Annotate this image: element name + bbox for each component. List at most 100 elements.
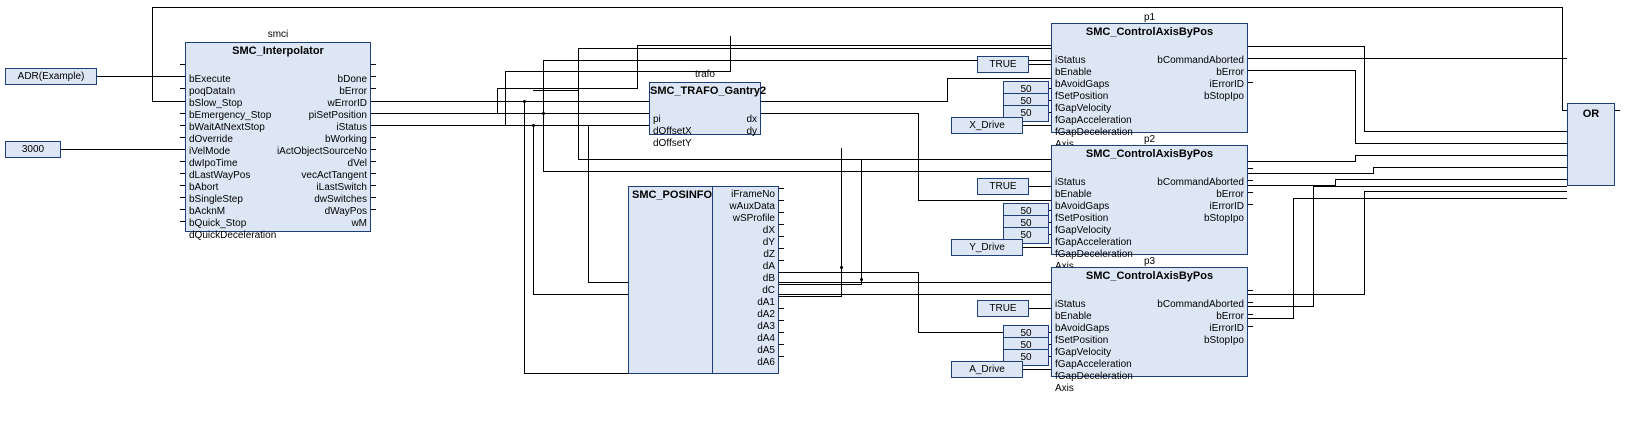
- pin-out-da5[interactable]: dA5: [757, 345, 775, 356]
- pin-out-bcommandaborted[interactable]: bCommandAborted: [1157, 299, 1244, 310]
- p1-bavoidgaps-literal[interactable]: TRUE: [977, 56, 1029, 73]
- pin-out-bstopipo[interactable]: bStopIpo: [1203, 91, 1244, 102]
- pin-in-doverride[interactable]: dOverride: [189, 134, 233, 145]
- pin-out-dx[interactable]: dX: [762, 225, 775, 236]
- pin-out-dy[interactable]: dY: [762, 237, 775, 248]
- pin-out-berror[interactable]: bError: [1216, 311, 1244, 322]
- pin-in-axis[interactable]: Axis: [1055, 383, 1074, 394]
- pin-in-istatus[interactable]: iStatus: [1055, 299, 1086, 310]
- pin-in-ivelmode[interactable]: iVelMode: [189, 146, 231, 157]
- pin-out-da4[interactable]: dA4: [757, 333, 775, 344]
- pin-out-pisetposition[interactable]: piSetPosition: [308, 110, 367, 121]
- pin-in-bwaitatnextstop[interactable]: bWaitAtNextStop: [189, 122, 265, 133]
- wire-p3-ierrorid: [1248, 318, 1293, 319]
- pin-out-da[interactable]: dA: [762, 261, 775, 272]
- pin-in-bexecute[interactable]: bExecute: [189, 74, 231, 85]
- pin-out-dwswitches[interactable]: dwSwitches: [314, 194, 367, 205]
- pin-in-istatus[interactable]: iStatus: [1055, 55, 1086, 66]
- pin-out-bstopipo[interactable]: bStopIpo: [1203, 213, 1244, 224]
- p3-axis-literal[interactable]: A_Drive: [951, 361, 1023, 378]
- pin-out-wm[interactable]: wM: [351, 218, 367, 229]
- pin-out-vecacttangent[interactable]: vecActTangent: [301, 170, 367, 181]
- pin-in-fsetposition[interactable]: fSetPosition: [1055, 91, 1109, 102]
- pin-out-berror[interactable]: bError: [1216, 189, 1244, 200]
- block-smc-trafo-gantry2[interactable]: SMC_TRAFO_Gantry2 pi dOffsetX dOffsetY d…: [649, 82, 766, 149]
- pin-in-babort[interactable]: bAbort: [189, 182, 219, 193]
- pin-in-bsinglestep[interactable]: bSingleStep: [189, 194, 243, 205]
- pin-in-dlastwaypos[interactable]: dLastWayPos: [189, 170, 251, 181]
- pin-out-istatus[interactable]: iStatus: [336, 122, 367, 133]
- pin-in-fgapacceleration[interactable]: fGapAcceleration: [1055, 237, 1132, 248]
- pin-out-berror[interactable]: bError: [339, 86, 367, 97]
- pin-out-bcommandaborted[interactable]: bCommandAborted: [1157, 177, 1244, 188]
- pin-in-benable[interactable]: bEnable: [1055, 67, 1092, 78]
- pin-in-bavoidgaps[interactable]: bAvoidGaps: [1055, 201, 1110, 212]
- pin-in-bemergency-stop[interactable]: bEmergency_Stop: [189, 110, 272, 121]
- pin-in-bavoidgaps[interactable]: bAvoidGaps: [1055, 79, 1110, 90]
- pin-out-wsprofile[interactable]: wSProfile: [732, 213, 775, 224]
- wire-istatus-to-p1: [543, 60, 1051, 61]
- pin-out-da1[interactable]: dA1: [757, 297, 775, 308]
- pin-out-berror[interactable]: bError: [1216, 67, 1244, 78]
- block-smc-interpolator[interactable]: SMC_Interpolator bExecute poqDataIn bSlo…: [185, 42, 371, 241]
- pin-out-da6[interactable]: dA6: [757, 357, 775, 368]
- pin-in-fgapacceleration[interactable]: fGapAcceleration: [1055, 115, 1132, 126]
- pin-in-axis[interactable]: Axis: [1055, 139, 1074, 151]
- pin-in-backnm[interactable]: bAcknM: [189, 206, 226, 217]
- p3-bavoidgaps-literal[interactable]: TRUE: [977, 300, 1029, 317]
- pin-out-ierrorid[interactable]: iErrorID: [1209, 79, 1244, 90]
- pin-in-bavoidgaps[interactable]: bAvoidGaps: [1055, 323, 1110, 334]
- block-axis-p3[interactable]: SMC_ControlAxisByPos iStatus bEnable bAv…: [1051, 267, 1248, 394]
- pin-in-fgapdeceleration[interactable]: fGapDeceleration: [1055, 127, 1133, 138]
- pin-in-benable[interactable]: bEnable: [1055, 311, 1092, 322]
- pin-out-iactobjectsourceno[interactable]: iActObjectSourceNo: [276, 146, 367, 157]
- pin-out-da2[interactable]: dA2: [757, 309, 775, 320]
- pin-in-fsetposition[interactable]: fSetPosition: [1055, 335, 1109, 346]
- pin-in-fgapvelocity[interactable]: fGapVelocity: [1055, 347, 1112, 358]
- pin-in-bslow-stop[interactable]: bSlow_Stop: [189, 98, 243, 109]
- pin-in-bquick-stop[interactable]: bQuick_Stop: [189, 218, 247, 229]
- pin-out-dx[interactable]: dx: [746, 114, 757, 125]
- pin-in-dquickdeceleration[interactable]: dQuickDeceleration: [189, 230, 277, 241]
- p2-axis-literal[interactable]: Y_Drive: [951, 239, 1023, 256]
- pin-in-doffsety[interactable]: dOffsetY: [653, 138, 692, 149]
- pin-out-iframeno[interactable]: iFrameNo: [731, 189, 775, 200]
- pin-in-fsetposition[interactable]: fSetPosition: [1055, 213, 1109, 224]
- adr-example-literal[interactable]: ADR(Example): [5, 68, 97, 85]
- pin-in-pi[interactable]: pi: [653, 114, 661, 125]
- block-or-gate[interactable]: OR: [1567, 103, 1615, 186]
- pin-in-fgapdeceleration[interactable]: fGapDeceleration: [1055, 249, 1133, 260]
- pin-out-ilastswitch[interactable]: iLastSwitch: [316, 182, 367, 193]
- pin-out-dwaypos[interactable]: dWayPos: [324, 206, 367, 217]
- pin-in-axis[interactable]: Axis: [1055, 261, 1074, 273]
- pin-in-fgapvelocity[interactable]: fGapVelocity: [1055, 225, 1112, 236]
- pin-out-wauxdata[interactable]: wAuxData: [729, 201, 775, 212]
- pin-in-istatus[interactable]: iStatus: [1055, 177, 1086, 188]
- pin-out-db[interactable]: dB: [762, 273, 775, 284]
- pin-out-bstopipo[interactable]: bStopIpo: [1203, 335, 1244, 346]
- pin-out-bcommandaborted[interactable]: bCommandAborted: [1157, 55, 1244, 66]
- pin-in-poqdatain[interactable]: poqDataIn: [189, 86, 236, 97]
- pin-out-dvel[interactable]: dVel: [347, 158, 367, 169]
- p1-axis-literal[interactable]: X_Drive: [951, 117, 1023, 134]
- pin-in-fgapvelocity[interactable]: fGapVelocity: [1055, 103, 1112, 114]
- ipotime-literal[interactable]: 3000: [5, 141, 61, 158]
- block-axis-p1[interactable]: SMC_ControlAxisByPos iStatus bEnable bAv…: [1051, 23, 1248, 150]
- pin-out-da3[interactable]: dA3: [757, 321, 775, 332]
- pin-out-dy[interactable]: dy: [746, 126, 757, 137]
- pin-out-dz[interactable]: dZ: [763, 249, 775, 260]
- pin-in-fgapacceleration[interactable]: fGapAcceleration: [1055, 359, 1132, 370]
- pin-out-werrorid[interactable]: wErrorID: [327, 98, 367, 109]
- pin-out-ierrorid[interactable]: iErrorID: [1209, 323, 1244, 334]
- block-smc-posinfo[interactable]: SMC_POSINFO iFrameNo wAuxData wSProfile …: [628, 186, 779, 374]
- p2-bavoidgaps-literal[interactable]: TRUE: [977, 178, 1029, 195]
- pin-in-benable[interactable]: bEnable: [1055, 189, 1092, 200]
- pin-in-fgapdeceleration[interactable]: fGapDeceleration: [1055, 371, 1133, 382]
- pin-out-dc[interactable]: dC: [762, 285, 775, 296]
- pin-out-ierrorid[interactable]: iErrorID: [1209, 201, 1244, 212]
- pin-in-dwipotime[interactable]: dwIpoTime: [189, 158, 238, 169]
- pin-in-doffsetx[interactable]: dOffsetX: [653, 126, 692, 137]
- block-axis-p2[interactable]: SMC_ControlAxisByPos iStatus bEnable bAv…: [1051, 145, 1248, 272]
- pin-out-bdone[interactable]: bDone: [337, 74, 367, 85]
- pin-out-bworking[interactable]: bWorking: [324, 134, 367, 145]
